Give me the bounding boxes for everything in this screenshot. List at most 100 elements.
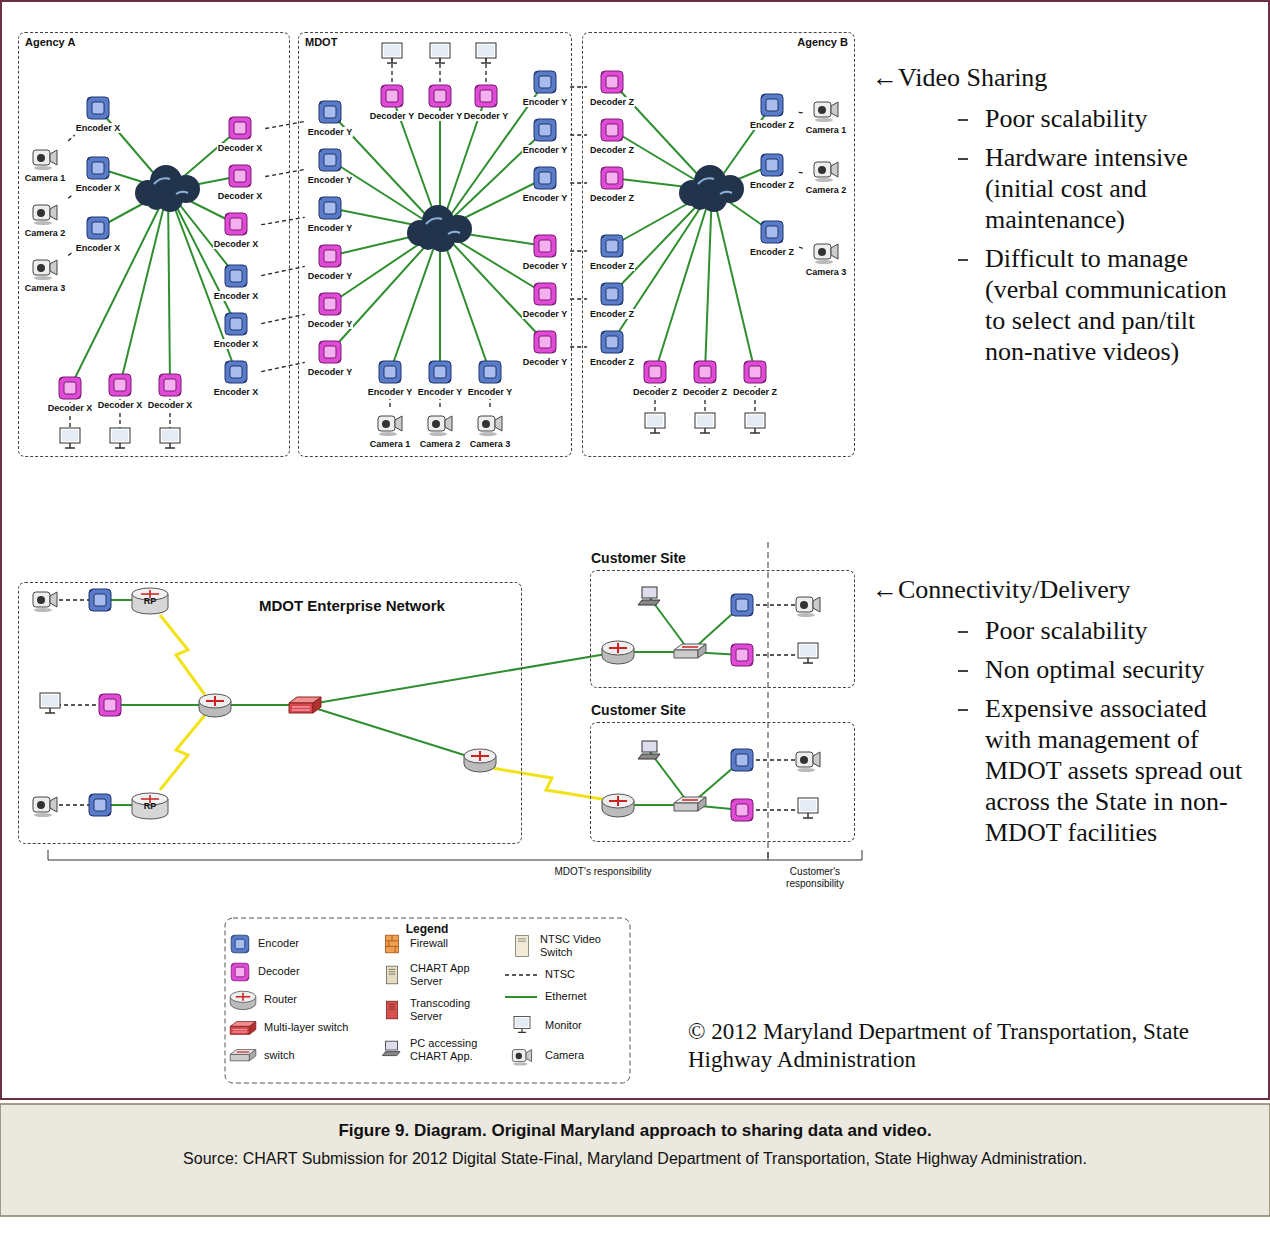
encoder-device: Encoder Z xyxy=(589,327,635,367)
device-icon xyxy=(425,81,455,111)
encoder-device: Encoder X xyxy=(213,309,260,349)
device-icon xyxy=(475,357,505,387)
cam-icon xyxy=(796,752,820,772)
ethernet-line xyxy=(655,190,712,372)
device-icon xyxy=(315,97,345,127)
device-label: Decoder X xyxy=(217,191,264,201)
device-label: Encoder Y xyxy=(367,387,413,397)
ntsc-connector xyxy=(797,172,803,174)
camera-device: Camera 1 xyxy=(805,95,848,135)
ntsc-connector xyxy=(797,246,803,248)
bullet-dash xyxy=(958,670,968,672)
device-label: Camera 2 xyxy=(805,185,848,195)
group-box: Agency BDecoder ZDecoder ZDecoder ZEncod… xyxy=(582,32,855,457)
device-icon xyxy=(105,370,135,400)
encoder-device: Encoder X xyxy=(213,357,260,397)
camera-device: Camera 2 xyxy=(24,198,67,238)
device-label: Decoder Y xyxy=(463,111,509,121)
device-icon xyxy=(377,81,407,111)
ntsc-connector xyxy=(489,399,490,407)
group-title: MDOT xyxy=(299,33,571,52)
ntsc-connector xyxy=(570,346,587,347)
legend-text: Transcoding Server xyxy=(410,997,490,1023)
bullet-dash xyxy=(958,158,968,160)
decoder-device: Decoder Y xyxy=(307,337,353,377)
decoder-device: Decoder X xyxy=(97,370,144,410)
encoder-device: Encoder Y xyxy=(522,163,568,203)
camera-device: Camera 3 xyxy=(24,253,67,293)
decoder-device: Decoder Y xyxy=(463,81,509,121)
sw-icon xyxy=(230,1050,256,1061)
group-title: Customer Site xyxy=(591,699,686,721)
device-icon xyxy=(83,153,113,183)
camera-device: Camera 2 xyxy=(419,409,462,449)
device-icon xyxy=(221,357,251,387)
group-box: Customer Site xyxy=(590,570,855,688)
ntsc-connector xyxy=(389,399,390,407)
device-icon xyxy=(530,163,560,193)
device-label: Decoder X xyxy=(47,403,94,413)
legend-text: Camera xyxy=(545,1049,625,1062)
device-label: Decoder Y xyxy=(307,271,353,281)
device-icon xyxy=(530,115,560,145)
device-label: Decoder Y xyxy=(417,111,463,121)
legend-text: Ethernet xyxy=(545,990,625,1003)
device-icon xyxy=(30,143,60,173)
device-label: Decoder Y xyxy=(307,367,353,377)
ntsc-connector xyxy=(439,399,440,407)
device-icon xyxy=(315,289,345,319)
device-label: Decoder Z xyxy=(589,145,635,155)
device-icon xyxy=(475,409,505,439)
legend-text: CHART App Server xyxy=(410,962,495,988)
device-label: Camera 3 xyxy=(24,283,67,293)
ethernet-line xyxy=(305,652,618,705)
device-icon xyxy=(530,231,560,261)
device-icon xyxy=(757,217,787,247)
source-note: Source: CHART Submission for 2012 Digita… xyxy=(35,1148,1235,1169)
bullet-dash xyxy=(958,709,968,711)
cam-icon xyxy=(33,592,57,612)
device-label: Decoder Y xyxy=(522,309,568,319)
device-icon xyxy=(597,163,627,193)
device-label: Decoder Y xyxy=(522,261,568,271)
device-icon xyxy=(83,93,113,123)
group-box: Customer Site xyxy=(590,722,855,842)
decoder-device: Decoder Y xyxy=(307,241,353,281)
encoder-device: Encoder Y xyxy=(307,145,353,185)
device-label: Decoder Z xyxy=(682,387,728,397)
mon-icon xyxy=(645,413,665,433)
device-icon xyxy=(30,198,60,228)
ethernet-line xyxy=(70,190,168,388)
decoder-device: Decoder Z xyxy=(732,357,778,397)
enc-icon xyxy=(731,749,753,771)
mls-icon xyxy=(289,697,321,713)
router-device: RP xyxy=(130,790,170,820)
mon-icon xyxy=(110,428,130,448)
encoder-device: Encoder Y xyxy=(467,357,513,397)
group-box: MDOTDecoder YDecoder YDecoder YEncoder Y… xyxy=(298,32,572,457)
decoder-device: Decoder Z xyxy=(682,357,728,397)
device-icon xyxy=(225,161,255,191)
ntsc-connector xyxy=(68,194,72,198)
device-label: Encoder Z xyxy=(589,357,635,367)
encoder-device: Encoder X xyxy=(213,261,260,301)
decoder-device: Decoder Y xyxy=(522,231,568,271)
camera-device: Camera 3 xyxy=(469,409,512,449)
device-icon xyxy=(55,373,85,403)
cloud-icon xyxy=(407,205,472,252)
router-device: RP xyxy=(130,585,170,615)
decoder-device: Decoder Z xyxy=(632,357,678,397)
mon-icon xyxy=(382,43,402,63)
device-icon xyxy=(315,241,345,271)
device-label: Encoder X xyxy=(213,387,260,397)
device-label: Decoder Z xyxy=(589,97,635,107)
group-title: Agency B xyxy=(583,33,854,52)
device-label: Encoder Z xyxy=(749,180,795,190)
device-icon xyxy=(425,357,455,387)
ethernet-line xyxy=(705,190,712,372)
device-icon xyxy=(471,81,501,111)
encoder-device: Encoder Z xyxy=(749,150,795,190)
group-box: MDOT Enterprise NetworkRPRP xyxy=(18,582,522,844)
mon-icon xyxy=(160,428,180,448)
device-icon xyxy=(375,357,405,387)
